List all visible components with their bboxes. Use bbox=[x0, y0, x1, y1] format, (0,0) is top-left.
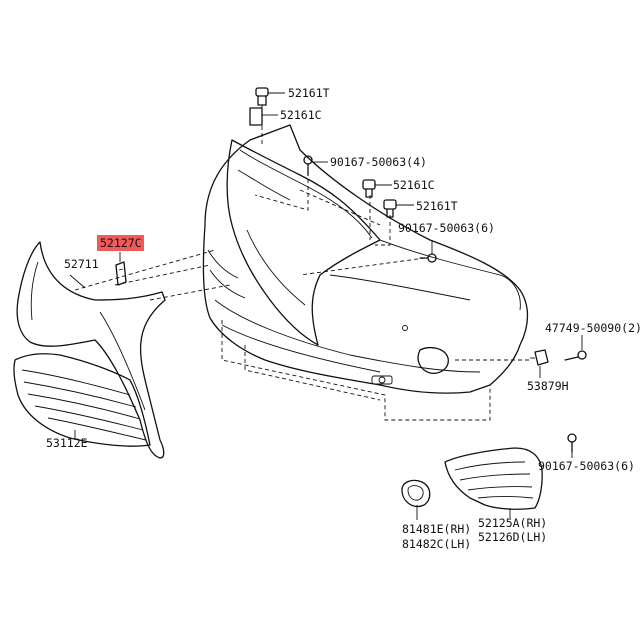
label-52161T-mid: 52161T bbox=[416, 199, 458, 213]
leader-52711 bbox=[69, 274, 86, 289]
fastener-guide-5 bbox=[375, 215, 391, 246]
mounting-outline-2 bbox=[244, 345, 381, 401]
retainer-53879H[interactable] bbox=[530, 349, 549, 366]
clip-52161C-top[interactable] bbox=[249, 107, 263, 126]
grille-guide-1 bbox=[74, 249, 216, 291]
screw-47749[interactable] bbox=[564, 350, 587, 361]
label-52125A: 52125A(RH) bbox=[478, 516, 547, 530]
label-90167-4: 90167-50063(4) bbox=[330, 155, 427, 169]
grille-surround-52711[interactable] bbox=[16, 241, 166, 459]
bumper-cover[interactable] bbox=[202, 124, 529, 394]
screw-90167-4[interactable] bbox=[303, 155, 313, 176]
bracket-52127C[interactable] bbox=[115, 261, 127, 286]
mounting-outline bbox=[221, 320, 491, 421]
label-52161C-mid: 52161C bbox=[393, 178, 435, 192]
label-81482C: 81482C(LH) bbox=[402, 537, 471, 551]
label-81481E: 81481E(RH) bbox=[402, 522, 471, 536]
clip-52161T-top[interactable] bbox=[255, 87, 269, 106]
fastener-guide-2 bbox=[254, 165, 309, 211]
label-52711: 52711 bbox=[64, 257, 99, 271]
label-47749: 47749-50090(2) bbox=[545, 321, 640, 335]
fastener-guide-3 bbox=[299, 189, 381, 226]
label-53112E: 53112E bbox=[46, 436, 88, 450]
lamp-bracket-52125A[interactable] bbox=[444, 447, 543, 510]
label-53879H: 53879H bbox=[527, 379, 569, 393]
clip-52161T-mid[interactable] bbox=[383, 199, 397, 218]
label-90167-r: 90167-50063(6) bbox=[538, 459, 635, 473]
label-52127C: 52127C bbox=[100, 236, 142, 250]
label-52126D: 52126D(LH) bbox=[478, 530, 547, 544]
label-52161T-top: 52161T bbox=[288, 86, 330, 100]
highlight-52127C bbox=[97, 235, 144, 251]
screw-90167-6-right[interactable] bbox=[567, 433, 577, 453]
lower-grille-53112E[interactable] bbox=[13, 353, 151, 447]
grille-guide-2 bbox=[114, 264, 211, 286]
fastener-guide-6 bbox=[299, 257, 426, 276]
label-52161C-top: 52161C bbox=[280, 108, 322, 122]
fog-cover-81481E[interactable] bbox=[401, 479, 431, 508]
clip-52161C-mid[interactable] bbox=[362, 179, 376, 198]
label-90167-6: 90167-50063(6) bbox=[398, 221, 495, 235]
